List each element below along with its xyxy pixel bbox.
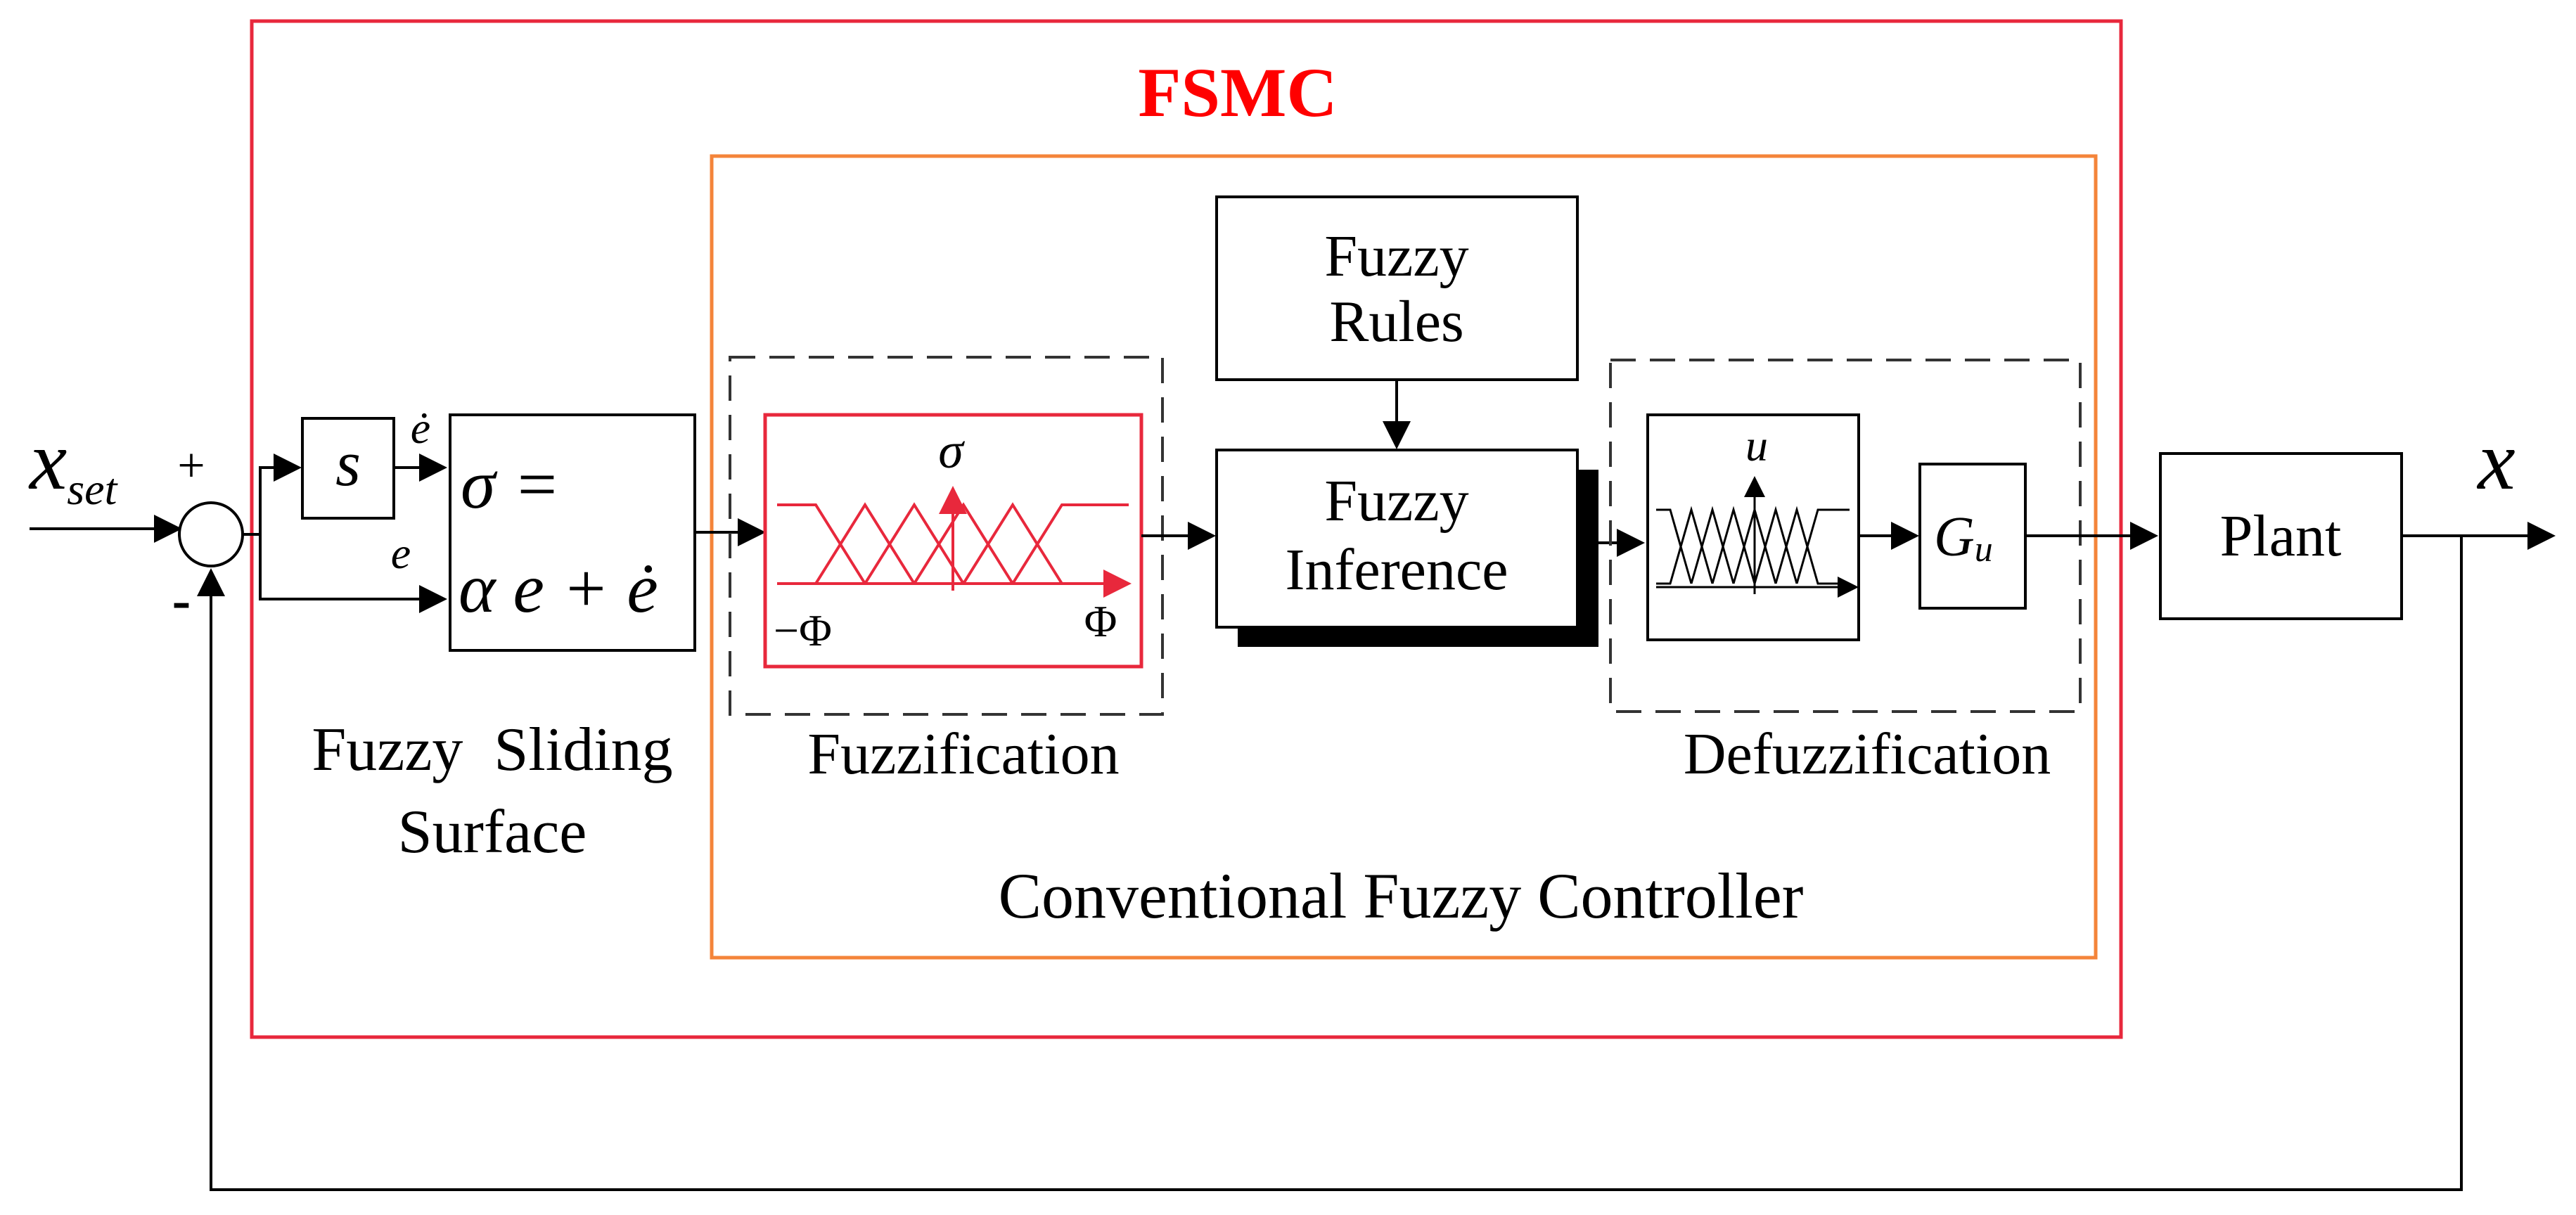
sliding-surface-equation-line2: α e + ė [459,549,658,627]
fuzzification-caption: Fuzzification [807,721,1119,787]
summing-junction [178,501,244,567]
fuzzification-left-label: −Φ [774,605,832,655]
conventional-fuzzy-controller-caption: Conventional Fuzzy Controller [999,860,1804,932]
fuzzy-inference-line1: Fuzzy [1324,468,1468,534]
fuzzy-inference-block [1215,449,1579,629]
derivative-label: s [335,428,361,499]
defuzzification-axis-label: u [1745,420,1768,470]
input-label: xset [28,413,119,514]
fsmc-frame [250,19,2123,1039]
fuzzy-rules-block [1215,195,1579,381]
defuzzification-plot-frame [1646,413,1860,641]
feedback-wire [197,536,2463,1191]
gain-label: Gu [1934,506,1993,570]
fuzzification-axis-label: σ [938,423,965,479]
e-dot-branch-wire [243,454,302,536]
e-dot-label: ė [411,403,430,453]
fuzzification-right-label: Φ [1084,596,1117,646]
e-branch-wire [259,534,447,613]
input-symbol: x [28,413,67,507]
output-label: x [2476,413,2515,507]
fsmc-title: FSMC [1138,53,1337,131]
sliding-surface-caption-line1: Fuzzy Sliding [312,716,672,784]
gain-subscript: u [1975,529,1993,570]
e-label: e [391,528,411,578]
fuzzy-rules-line2: Rules [1329,289,1463,354]
defuzzification-membership-functions [1656,506,1850,585]
defuzzification-caption: Defuzzification [1684,721,2051,787]
gain-symbol: G [1934,506,1975,568]
input-subscript: set [67,464,118,514]
plus-sign: + [177,439,205,493]
conventional-fuzzy-controller-frame [710,154,2098,960]
derivative-block [301,417,395,520]
plant-label: Plant [2220,503,2342,569]
fuzzy-rules-line1: Fuzzy [1324,224,1468,289]
minus-sign: - [172,570,191,631]
fuzzy-inference-line2: Inference [1285,537,1508,603]
sliding-surface-equation-line1: σ = [461,445,560,523]
sliding-surface-caption-line2: Surface [398,798,587,866]
